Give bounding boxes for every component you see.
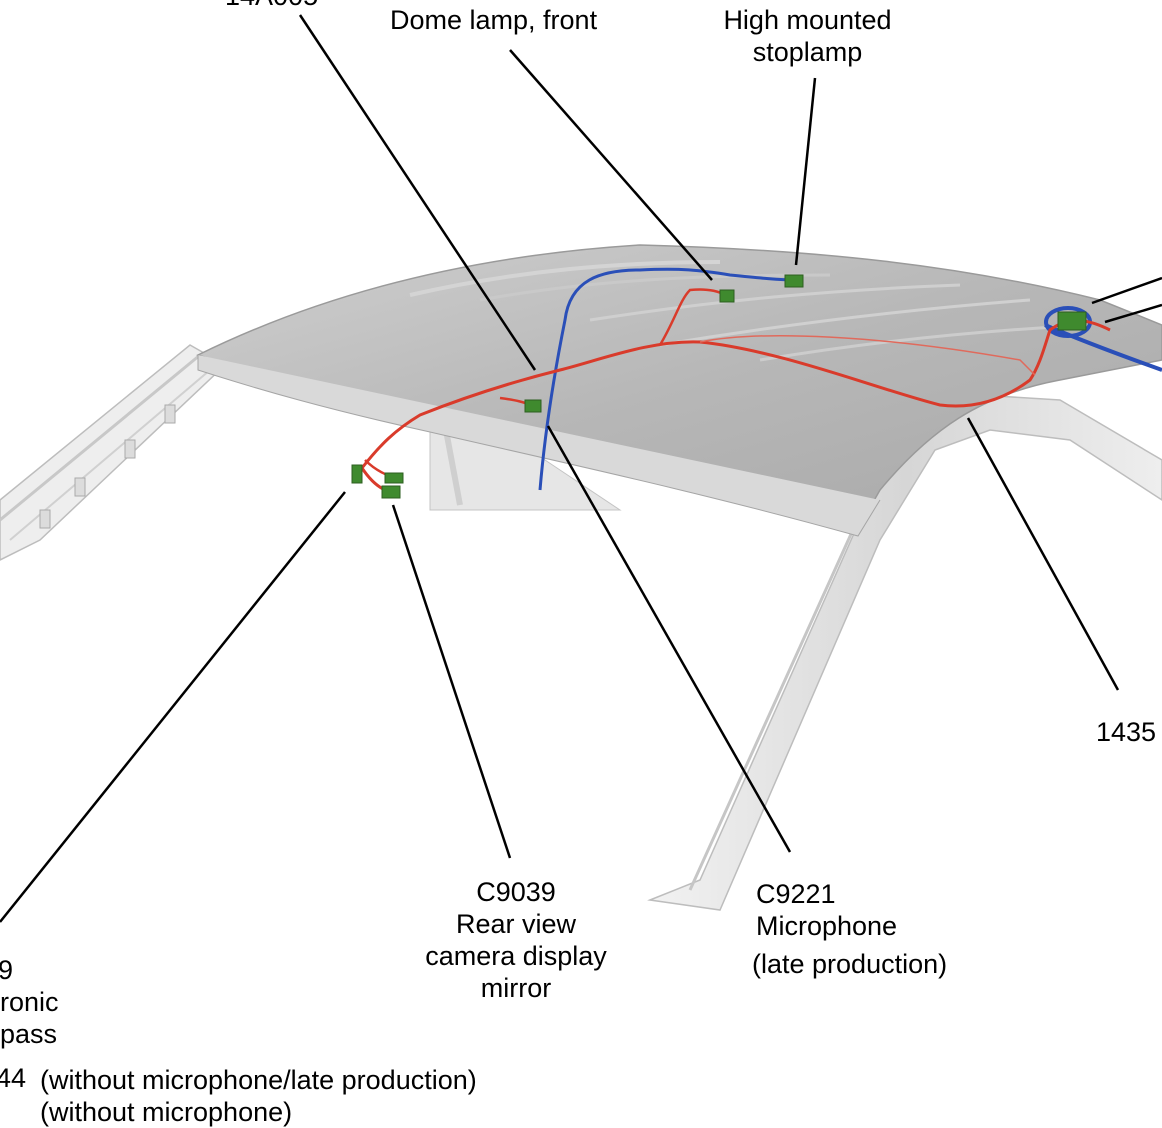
label-c9221-line1: Microphone: [756, 911, 898, 941]
windshield-frame: [0, 344, 227, 561]
roof-panel: [196, 244, 1162, 537]
label-left-num: 44: [0, 1063, 27, 1093]
label-right-cut: 1435: [1096, 717, 1157, 747]
leader-right-top-1: [1091, 276, 1162, 305]
label-c9039-id: C9039: [476, 877, 556, 907]
leader-right-cut: [966, 417, 1120, 691]
leader-c9221: [546, 425, 792, 853]
red-harness: [360, 288, 1111, 494]
label-c9221-line2: (late production): [752, 949, 948, 979]
label-top-cut: 14A005: [225, 0, 318, 12]
label-c9039: C9039 Rear view camera display mirror: [400, 876, 632, 1004]
leader-right-top-2: [1104, 303, 1162, 324]
label-stoplamp-line1: High mounted: [723, 5, 892, 35]
label-left-line2: ronic: [0, 987, 59, 1017]
label-left-line3: pass: [0, 1019, 58, 1049]
label-note-line1: (without microphone/late production): [40, 1065, 477, 1095]
label-stoplamp-line2: stoplamp: [752, 37, 863, 67]
leader-left: [0, 491, 346, 923]
connectors: [351, 274, 1087, 499]
leader-c9039: [391, 504, 512, 859]
label-c9039-line3: mirror: [480, 973, 552, 1003]
leader-lines: [0, 14, 1162, 923]
leader-top-cut: [298, 14, 537, 371]
label-stoplamp: High mounted stoplamp: [690, 4, 925, 68]
label-c9039-line1: Rear view: [455, 909, 577, 939]
leader-stoplamp: [794, 77, 817, 266]
label-c9039-line2: camera display: [425, 941, 607, 971]
label-note-line2: (without microphone): [40, 1097, 293, 1127]
label-dome-lamp: Dome lamp, front: [390, 5, 598, 35]
leader-dome-lamp: [509, 49, 713, 281]
label-c9221-id: C9221: [756, 879, 836, 909]
label-left-line1: 9: [0, 955, 14, 985]
